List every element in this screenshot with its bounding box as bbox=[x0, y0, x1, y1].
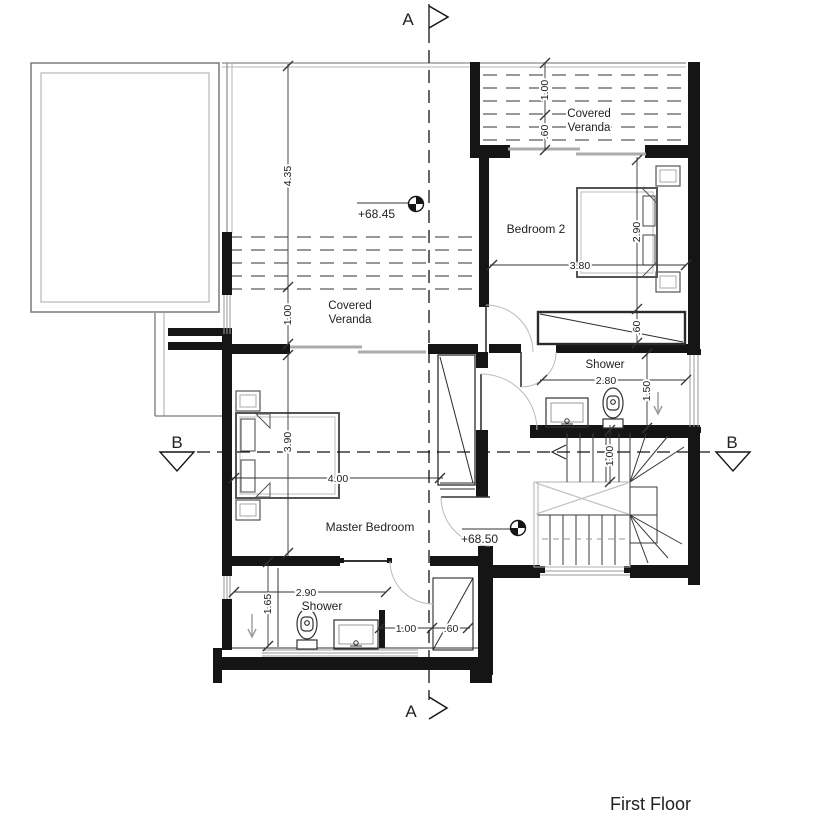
room-label-master-bedroom: Master Bedroom bbox=[326, 520, 415, 534]
section-triangle-right bbox=[714, 451, 752, 473]
roof-terrace-outline bbox=[30, 62, 686, 417]
stair-void-x bbox=[535, 482, 629, 515]
master-closet bbox=[437, 354, 476, 486]
dim-stair-flight: 1.00 bbox=[604, 446, 616, 467]
dim-shower-lower-d2: .60 bbox=[444, 623, 459, 635]
dim-shower-lower-depth: 1.65 bbox=[262, 594, 274, 615]
level-text-landing: +68.50 bbox=[461, 532, 498, 546]
room-label-veranda-top-1: Covered bbox=[567, 108, 610, 120]
section-label-b-right: B bbox=[726, 433, 737, 452]
dim-master-width: 4.00 bbox=[328, 473, 349, 485]
dim-terrace-length: 4.35 bbox=[282, 166, 294, 187]
bed bbox=[235, 412, 340, 499]
sink-upper bbox=[545, 397, 589, 428]
doors bbox=[339, 304, 557, 605]
section-flag-top bbox=[428, 5, 450, 29]
wardrobes bbox=[432, 310, 687, 651]
bedroom2-wardrobe bbox=[536, 310, 687, 346]
pillow bbox=[240, 459, 256, 493]
bed bbox=[576, 187, 658, 278]
drawing-title: First Floor bbox=[610, 794, 691, 814]
room-label-shower-lower: Shower bbox=[302, 599, 343, 613]
level-text-terrace: +68.45 bbox=[358, 207, 395, 221]
dim-veranda-top-depth: 1.00 bbox=[539, 80, 551, 101]
lower-shower-door bbox=[339, 558, 434, 605]
section-label-a-bottom: A bbox=[405, 702, 417, 721]
room-label-shower-upper: Shower bbox=[586, 359, 625, 371]
dim-wardrobe-depth: .60 bbox=[631, 321, 643, 336]
pillow bbox=[240, 418, 256, 452]
section-line-b bbox=[158, 451, 752, 473]
dimension-lines bbox=[230, 62, 686, 646]
room-label-veranda-mid-2: Veranda bbox=[329, 314, 372, 326]
section-line-a bbox=[428, 4, 450, 720]
dim-shower-upper-depth: 1.50 bbox=[641, 381, 653, 402]
dim-veranda-mid-depth: 1.00 bbox=[282, 305, 294, 326]
shower-closet bbox=[432, 577, 474, 651]
dimension-ticks bbox=[228, 57, 692, 652]
dim-bedroom2-depth: 2.90 bbox=[631, 222, 643, 243]
section-flag-bottom bbox=[428, 696, 449, 720]
section-label-a-top: A bbox=[402, 10, 414, 29]
section-label-b-left: B bbox=[171, 433, 182, 452]
room-label-veranda-mid-1: Covered bbox=[328, 300, 371, 312]
sliding-doors bbox=[290, 147, 646, 354]
planter-bar bbox=[168, 328, 232, 336]
dim-shower-upper-width: 2.80 bbox=[596, 375, 617, 387]
dim-master-depth: 3.90 bbox=[282, 432, 294, 453]
shower-stalls bbox=[247, 392, 663, 648]
master-furniture bbox=[235, 390, 340, 521]
shower-arrow-icon bbox=[653, 405, 663, 416]
walls bbox=[213, 62, 700, 683]
room-label-bedroom2: Bedroom 2 bbox=[507, 222, 566, 236]
dim-veranda-top-edge: .60 bbox=[539, 125, 551, 140]
dim-shower-lower-width: 2.90 bbox=[296, 587, 317, 599]
sink-lower bbox=[333, 619, 379, 650]
dim-shower-lower-d1: 1.00 bbox=[396, 623, 417, 635]
toilet-upper bbox=[602, 387, 624, 429]
section-triangle-left bbox=[158, 451, 196, 473]
dim-bedroom2-width: 3.80 bbox=[570, 260, 591, 272]
toilet-lower bbox=[296, 608, 318, 650]
level-marker-terrace bbox=[407, 195, 425, 213]
pillow bbox=[642, 195, 656, 227]
shower-arrow-icon bbox=[247, 628, 257, 639]
pergola-dashes bbox=[228, 74, 686, 290]
room-label-veranda-top-2: Veranda bbox=[568, 122, 611, 134]
level-marker-landing bbox=[509, 519, 527, 537]
planter-bar bbox=[168, 342, 232, 350]
bedroom2-furniture bbox=[576, 165, 681, 293]
